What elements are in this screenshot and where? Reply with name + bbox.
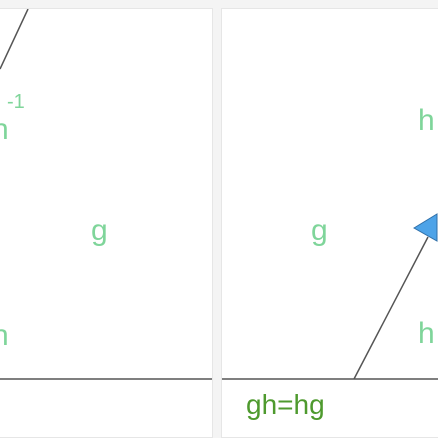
label-exponent-minus-one: -1	[7, 91, 25, 113]
caption-gh-equals-hg: gh=hg	[246, 389, 325, 420]
left-diagonal-line	[0, 9, 29, 70]
left-diagram-panel: h -1 g h	[0, 8, 213, 438]
label-g-left: g	[91, 214, 108, 247]
label-h-left-bottom: h	[0, 321, 9, 351]
right-diagram-panel: h g h gh=hg	[221, 8, 438, 438]
label-h-right-bottom: h	[418, 317, 435, 350]
label-h-right-top: h	[418, 104, 435, 137]
left-diagram-lines	[0, 9, 212, 380]
right-diagram-lines	[222, 213, 438, 380]
right-diagonal-line	[353, 236, 429, 380]
triangle-arrow-icon	[413, 213, 438, 242]
label-g-right: g	[311, 214, 328, 247]
label-h-inverse: h	[0, 115, 9, 145]
